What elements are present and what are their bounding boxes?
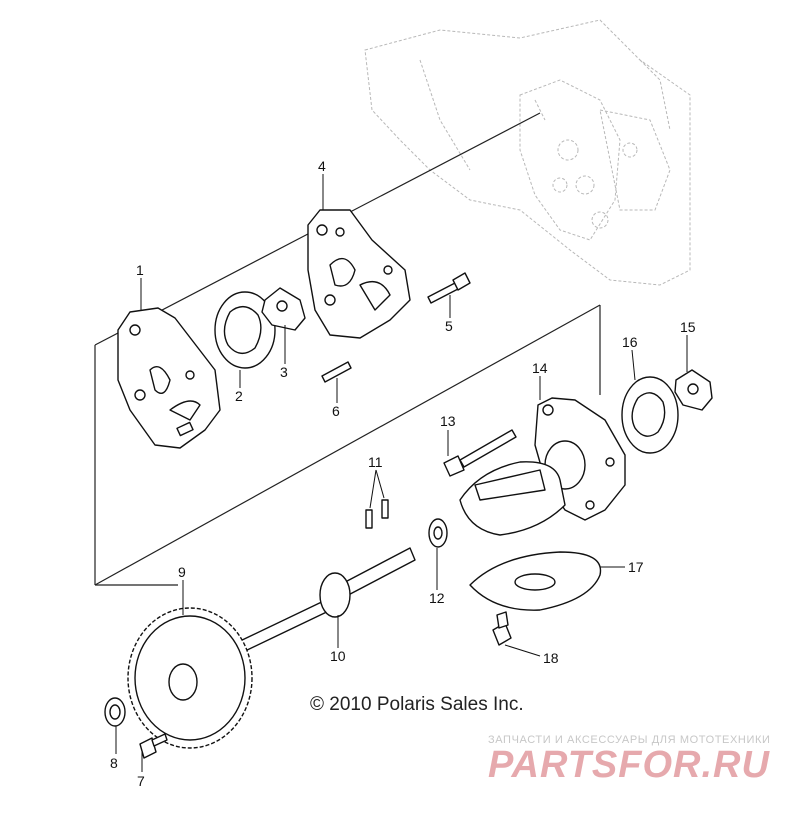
- engine-case-outline: [364, 19, 691, 286]
- callout-3: 3: [280, 364, 288, 380]
- part-4-pump-body: [307, 209, 411, 339]
- part-18-bolt: [492, 611, 512, 646]
- callout-8: 8: [110, 755, 118, 771]
- callout-10: 10: [330, 648, 346, 664]
- part-7-bolt: [139, 733, 168, 759]
- callout-15: 15: [680, 319, 696, 335]
- callout-16: 16: [622, 334, 638, 350]
- part-8-washer: [104, 697, 126, 727]
- part-3-inner-rotor: [261, 287, 306, 331]
- part-12-washer: [428, 518, 448, 548]
- callout-13: 13: [440, 413, 456, 429]
- part-1-pump-cover: [117, 307, 221, 449]
- part-6-dowel-pin: [321, 361, 352, 383]
- callout-12: 12: [429, 590, 445, 606]
- part-5-bolt: [427, 272, 471, 304]
- part-16-outer-rotor: [621, 376, 679, 454]
- callout-17: 17: [628, 559, 644, 575]
- callout-1: 1: [136, 262, 144, 278]
- part-15-inner-rotor: [674, 369, 713, 411]
- leader-lines: [115, 174, 688, 772]
- oil-pickup-housing: [459, 461, 566, 536]
- callout-6: 6: [332, 403, 340, 419]
- callout-7: 7: [137, 773, 145, 789]
- callout-14: 14: [532, 360, 548, 376]
- part-9-gear: [127, 607, 253, 749]
- watermark-tagline: ЗАПЧАСТИ И АКСЕССУАРЫ ДЛЯ МОТОТЕХНИКИ: [488, 734, 771, 746]
- watermark-logo: PARTSFOR.RU: [488, 744, 770, 786]
- callout-2: 2: [235, 388, 243, 404]
- part-11-pins: [365, 499, 389, 529]
- callout-9: 9: [178, 564, 186, 580]
- copyright-notice: © 2010 Polaris Sales Inc.: [310, 694, 524, 715]
- callout-4: 4: [318, 158, 326, 174]
- part-10-shaft: [237, 547, 416, 653]
- part-17-strainer: [469, 551, 602, 611]
- part-13-long-bolt: [443, 429, 517, 477]
- callout-18: 18: [543, 650, 559, 666]
- part-2-outer-rotor: [214, 291, 276, 369]
- callout-labels: 1 2 3 4 5 6 7 8 9 10 11 12 13 14 15 16 1…: [110, 158, 696, 789]
- callout-11: 11: [368, 454, 383, 470]
- callout-5: 5: [445, 318, 453, 334]
